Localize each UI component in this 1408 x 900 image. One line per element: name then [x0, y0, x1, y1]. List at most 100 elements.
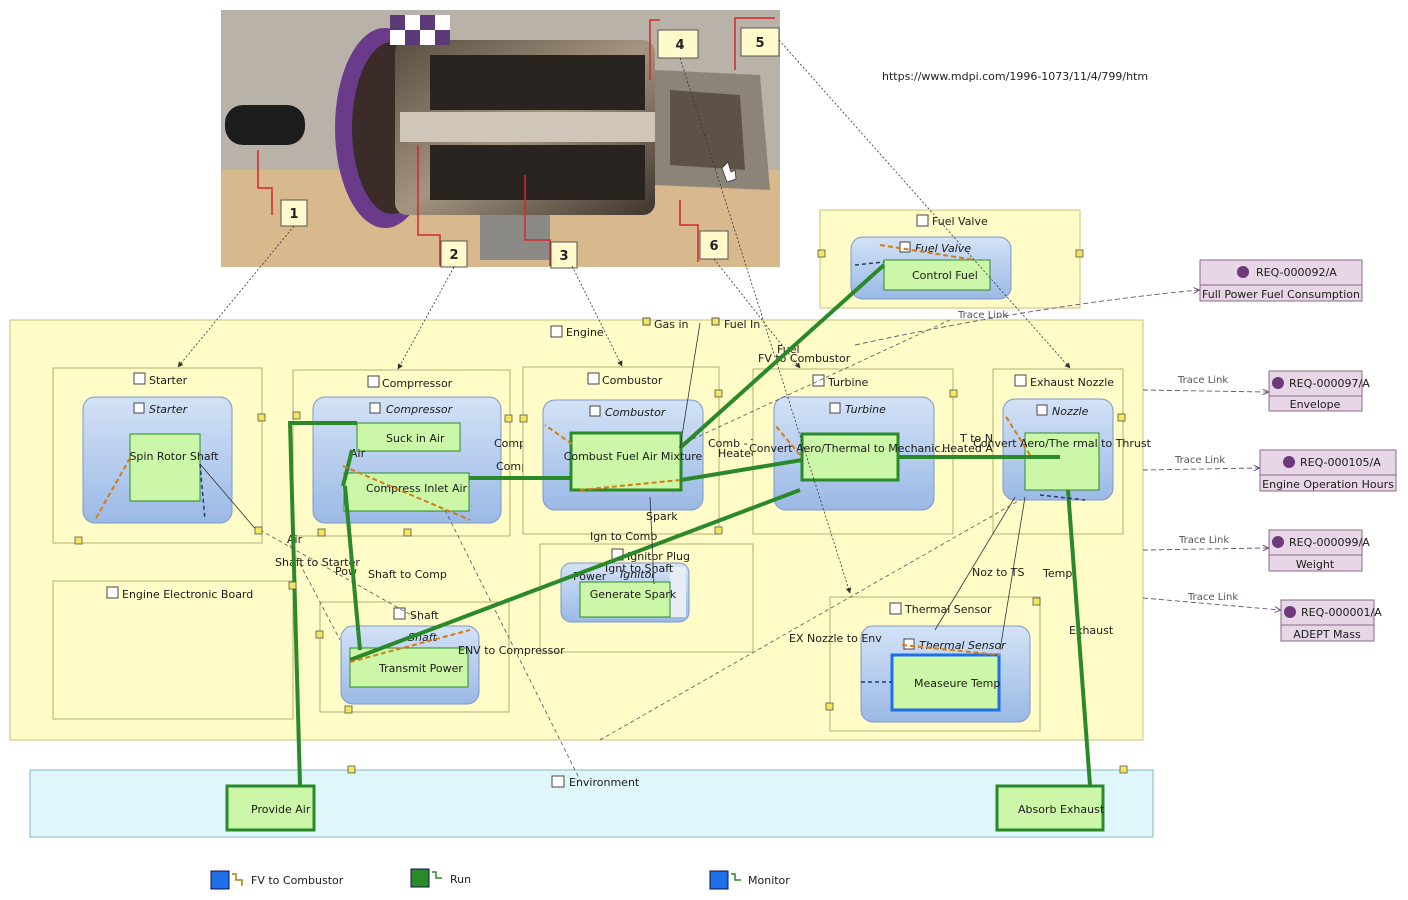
- requirement-req-000092[interactable]: REQ-000092/A Full Power Fuel Consumption: [1199, 259, 1363, 302]
- svg-text:5: 5: [755, 36, 764, 51]
- part-icon: [369, 402, 381, 414]
- svg-text:Engine Operation Hours: Engine Operation Hours: [1262, 478, 1394, 491]
- svg-text:Full Power Fuel Consumption: Full Power Fuel Consumption: [1202, 288, 1360, 301]
- dashed-grey-links: [259, 319, 1021, 781]
- callout-3: 3: [550, 241, 578, 269]
- ignitor-plug-block[interactable]: Ignitor Plug Ignitor Generate Spark Powe…: [539, 543, 754, 653]
- requirement-req-000097[interactable]: REQ-000097/A Envelope: [1268, 370, 1370, 412]
- function-transmit-power[interactable]: Transmit Power: [378, 662, 463, 675]
- function-generate-spark[interactable]: Generate Spark: [590, 588, 677, 601]
- legend-run[interactable]: Run: [410, 868, 471, 888]
- starter-block[interactable]: Starter Starter Spin Rotor Shaft: [52, 367, 263, 544]
- flow-connector-icon: [232, 873, 243, 886]
- function-provide-air[interactable]: Provide Air: [251, 803, 311, 816]
- function-suck-in-air[interactable]: Suck in Air: [386, 432, 445, 445]
- svg-text:ENV to Compressor: ENV to Compressor: [458, 644, 565, 657]
- part-icon: [903, 638, 915, 650]
- svg-text:Turbine: Turbine: [845, 403, 886, 416]
- svg-text:T to N: T to N: [959, 432, 993, 445]
- svg-text:Compressor: Compressor: [386, 403, 454, 416]
- function-measure-temp[interactable]: Measeure Temp: [914, 677, 1000, 690]
- svg-text:Nozzle: Nozzle: [1052, 405, 1089, 418]
- function-convert-to-thrust[interactable]: Convert Aero/The rmal to Thrust: [973, 437, 1152, 450]
- trace-link-label-1: Trace Link: [957, 310, 1008, 321]
- svg-text:Ignitor: Ignitor: [620, 568, 657, 581]
- svg-text:Thermal Sensor: Thermal Sensor: [919, 639, 1007, 652]
- svg-text:EX Nozzle to Env: EX Nozzle to Env: [789, 632, 882, 645]
- svg-text:Ignt to Shaft: Ignt to Shaft: [605, 562, 674, 575]
- svg-text:Fuel In: Fuel In: [724, 318, 760, 331]
- svg-text:Spark: Spark: [646, 510, 678, 523]
- part-icon: [133, 402, 145, 414]
- svg-text:Monitor: Monitor: [748, 874, 790, 887]
- port-squares: [74, 249, 1128, 774]
- orange-flow-lines: [94, 244, 1031, 663]
- part-icon: [587, 372, 600, 385]
- requirement-req-000001[interactable]: REQ-000001/A ADEPT Mass: [1280, 599, 1382, 642]
- svg-text:Combustor: Combustor: [605, 406, 667, 419]
- svg-text:Noz to TS: Noz to TS: [972, 566, 1024, 579]
- source-url[interactable]: https://www.mdpi.com/1996-1073/11/4/799/…: [882, 70, 1148, 83]
- requirement-icon: [1284, 606, 1296, 618]
- svg-text:6: 6: [709, 239, 718, 254]
- svg-text:FV to Combustor: FV to Combustor: [251, 874, 344, 887]
- trace-link-label-3: Trace Link: [1174, 455, 1225, 466]
- part-icon: [889, 602, 902, 615]
- function-absorb-exhaust[interactable]: Absorb Exhaust: [1018, 803, 1105, 816]
- run-flow-lines: [287, 263, 1092, 786]
- part-icon: [829, 402, 841, 414]
- part-icon: [106, 586, 119, 599]
- svg-text:3: 3: [559, 249, 568, 264]
- svg-text:REQ-000001/A: REQ-000001/A: [1301, 606, 1382, 619]
- svg-text:Exhaust Nozzle: Exhaust Nozzle: [1030, 376, 1114, 389]
- requirement-req-000099[interactable]: REQ-000099/A Weight: [1268, 529, 1370, 572]
- svg-text:Thermal Sensor: Thermal Sensor: [904, 603, 992, 616]
- thin-links: [199, 322, 1026, 651]
- svg-text:Fuel Valve: Fuel Valve: [932, 215, 988, 228]
- flow-square-icon: [210, 870, 230, 890]
- trace-link-label-5: Trace Link: [1187, 592, 1238, 603]
- part-icon: [812, 374, 825, 387]
- svg-text:Ignitor Plug: Ignitor Plug: [627, 550, 690, 563]
- function-spin-rotor-shaft[interactable]: Spin Rotor Shaft: [129, 450, 219, 463]
- svg-text:Air: Air: [350, 447, 366, 460]
- part-icon: [916, 214, 929, 227]
- function-convert-aero-thermal-to-mechanical[interactable]: Convert Aero/Thermal to Mechanic...: [749, 442, 951, 455]
- thermal-sensor-block[interactable]: Thermal Sensor Thermal Sensor Measeure T…: [789, 566, 1114, 732]
- callout-5: 5: [740, 27, 780, 57]
- svg-text:Starter: Starter: [149, 374, 188, 387]
- fuel-valve-block[interactable]: Fuel Valve Fuel Valve Control Fuel: [819, 209, 1081, 309]
- engine-electronic-board-block[interactable]: Engine Electronic Board: [52, 580, 294, 720]
- turbine-block[interactable]: Turbine Turbine Convert Aero/Thermal to …: [749, 368, 1001, 535]
- requirement-req-000105[interactable]: REQ-000105/A Engine Operation Hours: [1259, 449, 1397, 492]
- svg-text:Temp: Temp: [1042, 567, 1072, 580]
- svg-text:ADEPT Mass: ADEPT Mass: [1293, 628, 1361, 641]
- flow-connector-icon: [432, 871, 442, 879]
- svg-text:Engine: Engine: [566, 326, 604, 339]
- callout-1: 1: [280, 199, 308, 227]
- svg-text:Gas in: Gas in: [654, 318, 689, 331]
- monitor-icon: [709, 870, 729, 890]
- exhaust-nozzle-block[interactable]: Exhaust Nozzle Nozzle Convert Aero/The r…: [973, 368, 1152, 535]
- requirement-icon: [1272, 377, 1284, 389]
- part-icon: [1036, 404, 1048, 416]
- svg-text:Weight: Weight: [1296, 558, 1335, 571]
- legend-monitor[interactable]: Monitor: [709, 870, 790, 890]
- svg-text:Shaft: Shaft: [410, 609, 439, 622]
- trace-link-label-2: Trace Link: [1177, 375, 1228, 386]
- part-icon: [367, 375, 380, 388]
- svg-text:Run: Run: [450, 873, 471, 886]
- function-combust-fuel-air-mixture[interactable]: Combust Fuel Air Mixture: [564, 450, 703, 463]
- legend-fv-to-combustor[interactable]: FV to Combustor: [210, 870, 344, 890]
- callout-6: 6: [699, 230, 729, 260]
- svg-text:Shaft to Comp: Shaft to Comp: [368, 568, 447, 581]
- svg-text:REQ-000105/A: REQ-000105/A: [1300, 456, 1381, 469]
- svg-text:2: 2: [449, 248, 458, 263]
- requirement-icon: [1272, 536, 1284, 548]
- environment-block[interactable]: Environment Provide Air Absorb Exhaust: [29, 769, 1154, 838]
- function-control-fuel[interactable]: Control Fuel: [912, 269, 978, 282]
- svg-text:Fuel Valve: Fuel Valve: [915, 242, 971, 255]
- function-compress-inlet-air[interactable]: Compress Inlet Air: [366, 482, 468, 495]
- svg-text:Exhaust: Exhaust: [1069, 624, 1114, 637]
- svg-text:Comprressor: Comprressor: [382, 377, 453, 390]
